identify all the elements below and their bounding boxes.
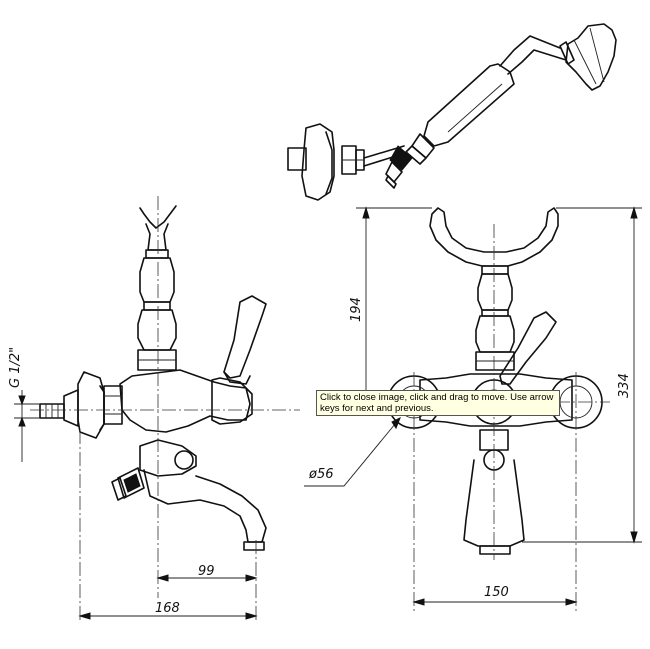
dim-99-label: 99 (198, 564, 215, 579)
dim-diameter-label: ø56 (308, 467, 334, 482)
dim-168-label: 168 (155, 601, 180, 616)
side-view (30, 196, 300, 622)
hand-shower (287, 23, 617, 201)
dimension-lines (14, 206, 642, 620)
dim-thread-label: G 1/2" (8, 347, 23, 388)
dim-194-label: 194 (349, 297, 364, 322)
image-viewer-tooltip[interactable]: Click to close image, click and drag to … (316, 390, 560, 416)
dim-334-label: 334 (617, 373, 632, 398)
dim-150-label: 150 (484, 585, 509, 600)
